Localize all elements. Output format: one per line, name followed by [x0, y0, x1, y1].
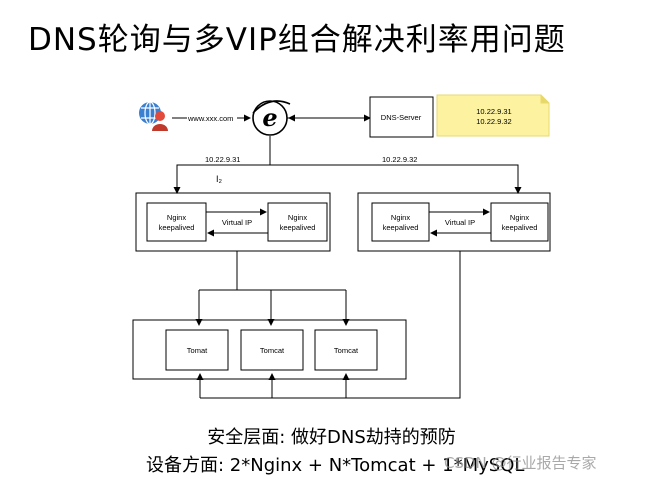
right-cluster-route — [200, 251, 461, 399]
dns-records-note: 10.22.9.31 10.22.9.32 — [436, 94, 550, 137]
tomcat-node[interactable] — [314, 329, 378, 371]
cluster-right: Nginx keepalived Nginx keepalived Virtua… — [357, 192, 551, 252]
nginx-node[interactable] — [490, 202, 549, 242]
watermark: CSDN @行业报告专家 — [444, 454, 597, 472]
keepalived-label: keepalived — [159, 223, 195, 232]
keepalived-label: keepalived — [502, 223, 538, 232]
tomcat-label: Tomcat — [260, 346, 285, 355]
nginx-node[interactable] — [371, 202, 430, 242]
tomcat-label: Tomat — [187, 346, 208, 355]
virtual-ip-label: Virtual IP — [445, 218, 475, 227]
nginx-node[interactable] — [146, 202, 207, 242]
equipment-caption: 设备方面: 2*Nginx + N*Tomcat + 1*MySQL — [146, 455, 525, 476]
tomcat-group: Tomat Tomcat Tomcat — [132, 319, 407, 380]
dns-server-label: DNS-Server — [381, 113, 422, 122]
svg-text:e: e — [262, 103, 277, 132]
browser-icon[interactable]: e — [252, 100, 291, 136]
user-globe-icon — [139, 101, 168, 131]
nginx-label: Nginx — [288, 213, 307, 222]
keepalived-label: keepalived — [280, 223, 316, 232]
route-left — [173, 164, 270, 194]
tomcat-node[interactable] — [240, 329, 304, 371]
keepalived-label: keepalived — [383, 223, 419, 232]
client-url-label: www.xxx.com — [187, 114, 233, 123]
nginx-node[interactable] — [267, 202, 328, 242]
cursor-icon: I₂ — [216, 174, 223, 184]
nginx-label: Nginx — [510, 213, 529, 222]
nginx-label: Nginx — [167, 213, 186, 222]
note-line-1: 10.22.9.31 — [476, 107, 511, 116]
left-ip-label: 10.22.9.31 — [205, 155, 240, 164]
nginx-label: Nginx — [391, 213, 410, 222]
virtual-ip-label: Virtual IP — [222, 218, 252, 227]
route-right — [270, 164, 522, 194]
right-ip-label: 10.22.9.32 — [382, 155, 417, 164]
dns-server-box[interactable] — [369, 96, 434, 138]
security-caption: 安全层面: 做好DNS劫持的预防 — [207, 427, 456, 448]
tomcat-label: Tomcat — [334, 346, 359, 355]
tomcat-node[interactable] — [165, 329, 229, 371]
note-line-2: 10.22.9.32 — [476, 117, 511, 126]
page-title: DNS轮询与多VIP组合解决利率用问题 — [28, 22, 566, 58]
cluster-left: Nginx keepalived Nginx keepalived Virtua… — [135, 192, 331, 252]
